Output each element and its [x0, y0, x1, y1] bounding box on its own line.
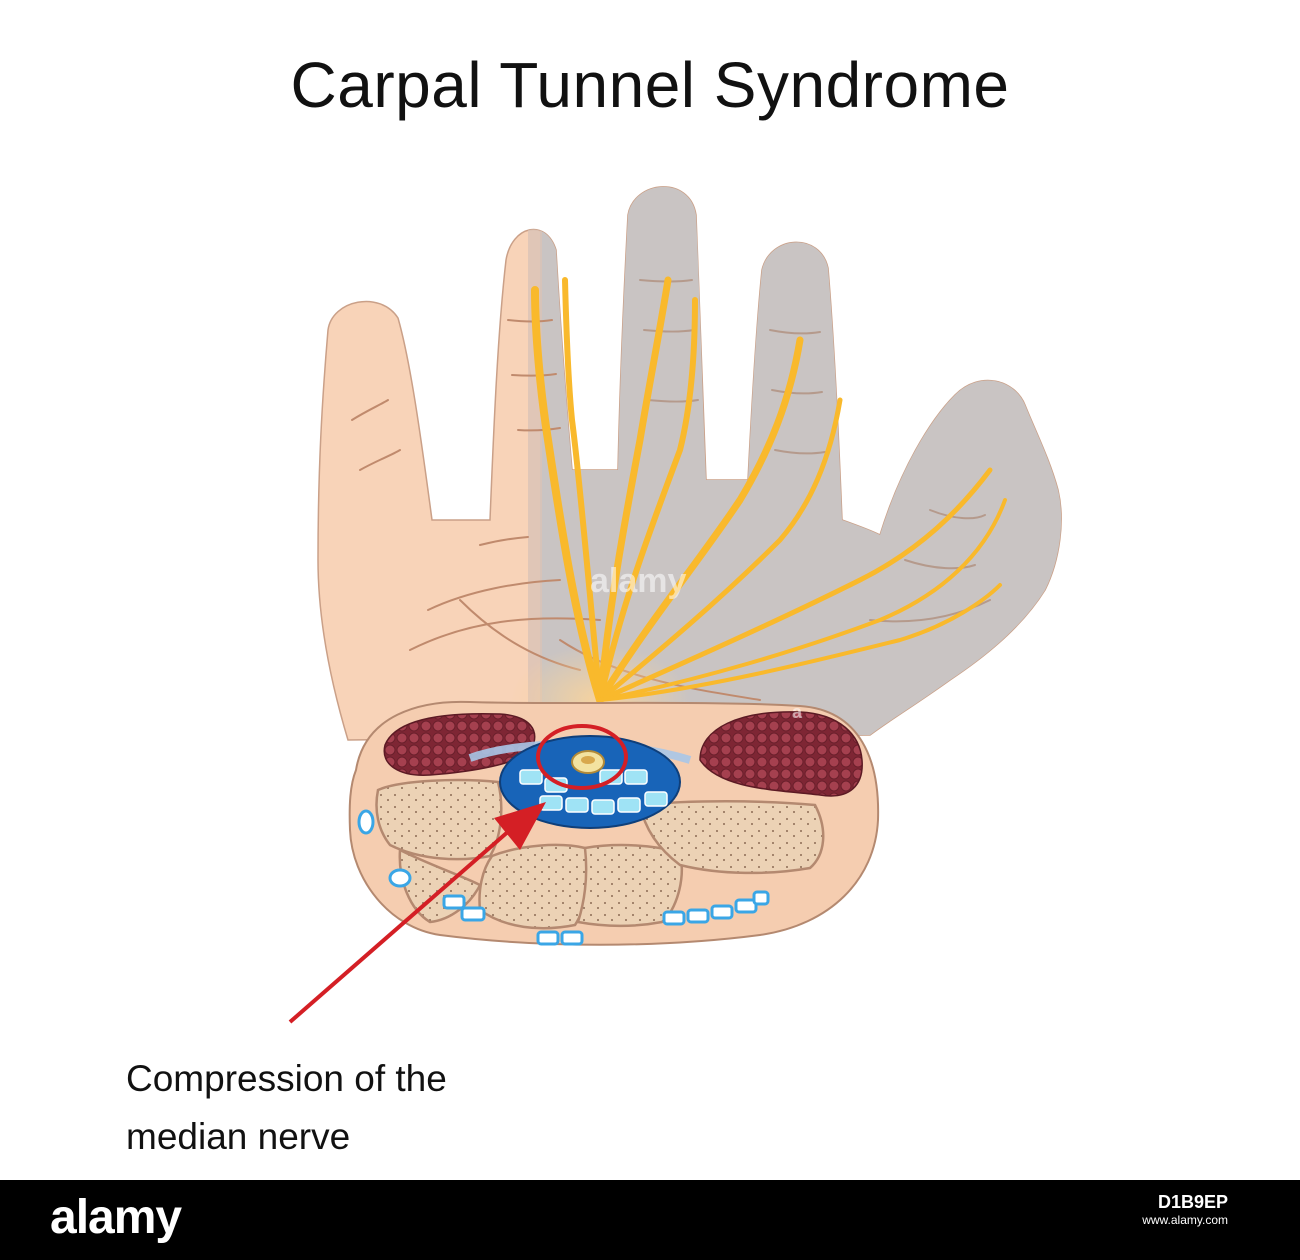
carpal-bones	[375, 778, 825, 930]
carpal-tunnel-diagram: alamy a	[288, 186, 1062, 1024]
peripheral-structures	[357, 809, 770, 946]
svg-text:a: a	[792, 702, 803, 722]
image-id-block: D1B9EP www.alamy.com	[1142, 1192, 1228, 1227]
footer-bar: alamy D1B9EP www.alamy.com	[0, 1180, 1300, 1260]
median-nerve-branches	[531, 276, 1007, 704]
label-compression-median-nerve: Compression of the median nerve	[126, 1050, 447, 1166]
svg-text:alamy: alamy	[590, 562, 686, 600]
alamy-url: www.alamy.com	[1142, 1213, 1228, 1227]
image-id: D1B9EP	[1157, 1192, 1228, 1212]
alamy-logo: alamy	[50, 1191, 182, 1244]
compression-highlight-circle	[536, 724, 628, 790]
label-line-1: Compression of the	[126, 1058, 447, 1099]
label-line-2: median nerve	[126, 1116, 351, 1157]
wrist-cross-section	[348, 700, 880, 946]
hypothenar-muscle	[699, 711, 863, 797]
watermark: alamy a	[590, 562, 803, 722]
flexor-tendons	[519, 769, 668, 815]
page-title: Carpal Tunnel Syndrome	[290, 49, 1010, 121]
pointer-arrow	[288, 802, 546, 1024]
